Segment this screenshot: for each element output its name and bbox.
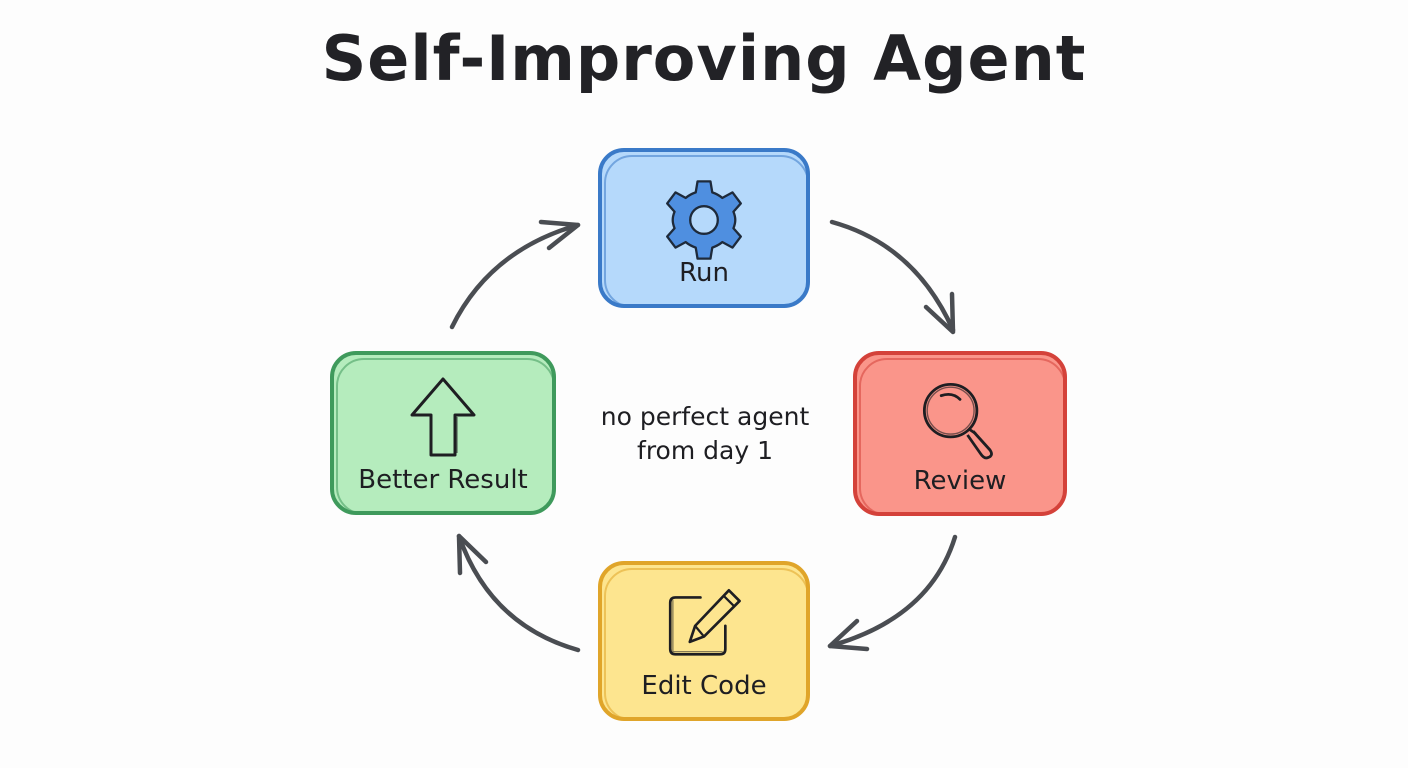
node-better-result-label: Better Result xyxy=(358,465,528,495)
node-better-result[interactable]: Better Result xyxy=(330,351,556,515)
node-review[interactable]: Review xyxy=(853,351,1067,516)
node-run[interactable]: Run xyxy=(598,148,810,308)
arrow-edit-to-better xyxy=(456,533,581,653)
node-review-label: Review xyxy=(913,466,1007,496)
magnifying-glass-icon xyxy=(913,375,1007,469)
diagram-title: Self-Improving Agent xyxy=(321,22,1087,95)
center-annotation: no perfect agent from day 1 xyxy=(570,400,840,468)
arrow-better-to-run xyxy=(449,219,581,330)
node-run-label: Run xyxy=(679,258,729,288)
arrow-up-icon xyxy=(408,375,478,463)
edit-pencil-icon xyxy=(661,585,747,669)
center-annotation-line-1: no perfect agent xyxy=(600,402,810,431)
arrow-review-to-edit xyxy=(827,534,958,652)
gear-icon xyxy=(658,174,750,270)
node-edit-code-label: Edit Code xyxy=(641,671,767,701)
center-annotation-line-2: from day 1 xyxy=(637,436,773,465)
node-edit-code[interactable]: Edit Code xyxy=(598,561,810,721)
arrow-run-to-review xyxy=(829,219,956,335)
